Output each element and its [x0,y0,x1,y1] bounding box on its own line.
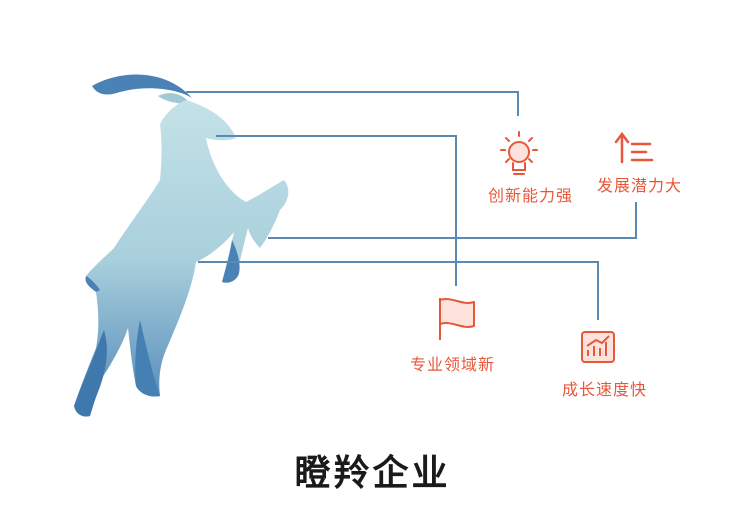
gazelle-tail [85,276,100,292]
gazelle-back-leg [74,330,107,417]
gazelle-silhouette [74,74,289,417]
connector-lines [186,91,637,320]
lightbulb-icon [500,131,538,175]
label-growth: 成长速度快 [562,380,648,399]
label-potential: 发展潜力大 [597,176,683,195]
connector-innovation [186,91,519,116]
rising-chart-icon [581,331,615,363]
connector-potential [268,202,637,239]
connector-specialty [216,135,457,286]
label-innovation: 创新能力强 [488,186,574,205]
gazelle-body [74,100,289,417]
gazelle-hind-leg [135,320,160,397]
diagram-title: 瞪羚企业 [294,453,451,494]
gazelle-ear [158,93,190,104]
growth-bars-icon [614,131,654,164]
connector-growth [198,261,599,320]
gazelle-horn [92,74,192,98]
label-specialty: 专业领域新 [410,355,496,374]
flag-icon [439,298,475,340]
